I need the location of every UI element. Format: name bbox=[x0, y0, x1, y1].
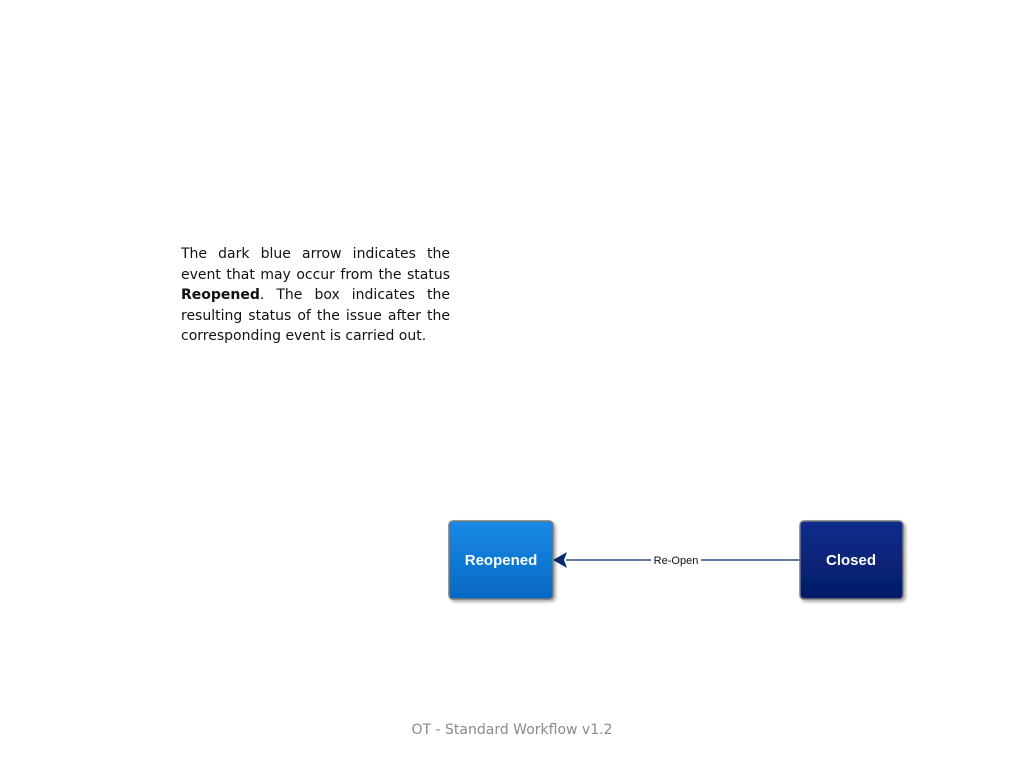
edge-re-open-arrowhead bbox=[553, 552, 567, 568]
description-part1: The dark blue arrow indicates the event … bbox=[181, 246, 450, 283]
description-text: The dark blue arrow indicates the event … bbox=[181, 244, 450, 347]
edge-re-open-label-bg bbox=[651, 552, 701, 568]
node-reopened-box bbox=[448, 520, 554, 600]
edge-re-open[interactable]: Re-Open bbox=[553, 552, 800, 568]
description-status-bold: Reopened bbox=[181, 287, 260, 303]
node-closed[interactable]: Closed bbox=[799, 520, 904, 600]
description-part2: . The box indicates the resulting status… bbox=[181, 287, 450, 344]
edge-re-open-label: Re-Open bbox=[654, 555, 699, 567]
node-closed-box bbox=[799, 520, 904, 600]
node-reopened[interactable]: Reopened bbox=[448, 520, 554, 600]
node-reopened-label: Reopened bbox=[465, 552, 538, 569]
footer-title: OT - Standard Workflow v1.2 bbox=[411, 722, 613, 738]
node-closed-label: Closed bbox=[826, 552, 876, 569]
